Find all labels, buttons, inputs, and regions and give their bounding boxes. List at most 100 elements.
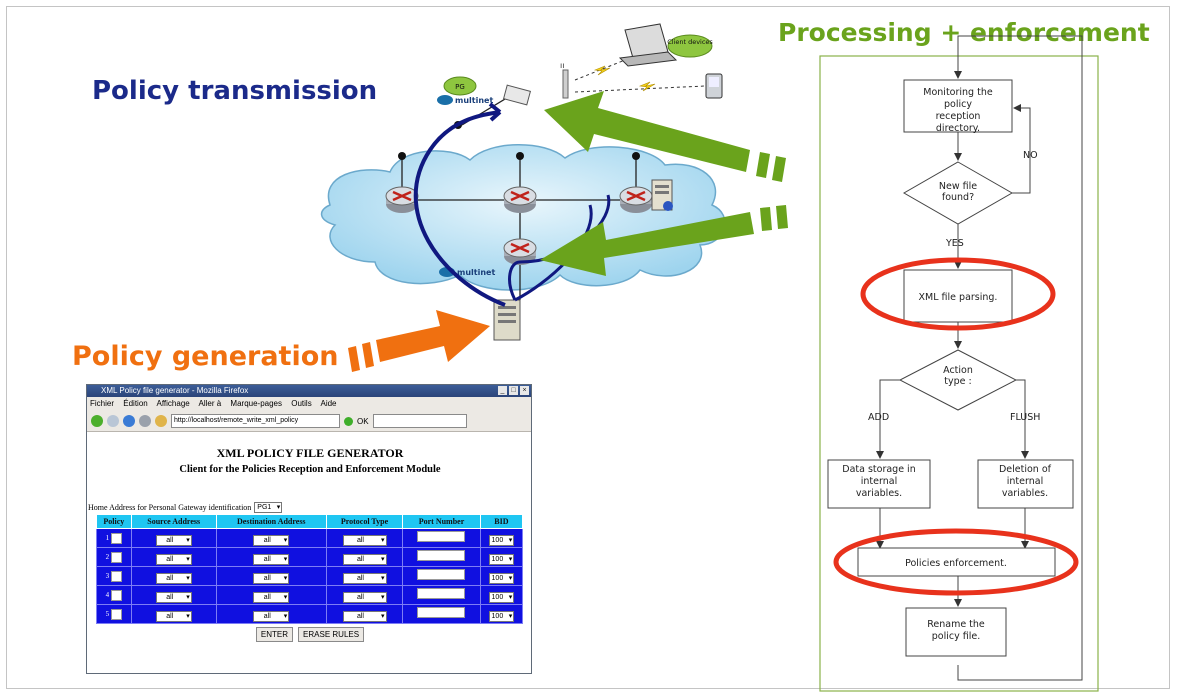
port-input[interactable]: [417, 569, 466, 580]
menu-edition[interactable]: Édition: [123, 399, 148, 408]
source-select[interactable]: all: [155, 573, 192, 584]
menu-fichier[interactable]: Fichier: [90, 399, 115, 408]
port-cell: [402, 566, 481, 586]
menu-aller[interactable]: Aller à: [198, 399, 222, 408]
bid-select[interactable]: 100: [488, 592, 515, 603]
erase-rules-button[interactable]: ERASE RULES: [298, 627, 365, 642]
bid-select[interactable]: 100: [488, 535, 515, 546]
close-icon[interactable]: ×: [520, 386, 529, 395]
minimize-icon[interactable]: _: [498, 386, 507, 395]
protocol-select[interactable]: all: [342, 554, 387, 565]
home-address-label: Home Address for Personal Gateway identi…: [88, 503, 252, 512]
ok-button[interactable]: OK: [357, 416, 369, 426]
menu-marque-pages[interactable]: Marque-pages: [230, 399, 283, 408]
port-input[interactable]: [417, 607, 466, 618]
home-address-select[interactable]: PG1: [254, 502, 283, 513]
generation-arrow: [348, 310, 490, 372]
port-input[interactable]: [417, 550, 466, 561]
search-field[interactable]: [372, 414, 467, 428]
browser-title-bar: XML Policy file generator - Mozilla Fire…: [87, 385, 531, 397]
destination-cell: all: [215, 604, 327, 624]
form-buttons: ENTER ERASE RULES: [87, 627, 531, 642]
policy-table: Policy Source Address Destination Addres…: [96, 514, 524, 624]
policy-number: 2: [105, 553, 110, 562]
protocol-select[interactable]: all: [342, 535, 387, 546]
policy-checkbox[interactable]: [111, 589, 123, 601]
destination-select[interactable]: all: [253, 573, 290, 584]
wireless-bolts: [593, 65, 656, 92]
destination-cell: all: [215, 585, 327, 605]
enter-button[interactable]: ENTER: [255, 627, 294, 642]
menu-affichage[interactable]: Affichage: [156, 399, 190, 408]
policy-number: 1: [105, 534, 110, 543]
policy-cell: 1: [96, 528, 132, 548]
protocol-select[interactable]: all: [342, 592, 387, 603]
menu-aide[interactable]: Aide: [320, 399, 337, 408]
forward-icon[interactable]: [107, 415, 119, 427]
policy-cell: 4: [96, 585, 132, 605]
port-cell: [402, 528, 481, 548]
destination-select[interactable]: all: [253, 611, 290, 622]
protocol-cell: all: [325, 528, 404, 548]
bid-select[interactable]: 100: [488, 573, 515, 584]
bid-select[interactable]: 100: [488, 611, 515, 622]
yes-label: YES: [945, 238, 964, 249]
enforcement-box: [857, 547, 1056, 577]
port-input[interactable]: [417, 588, 466, 599]
destination-select[interactable]: all: [253, 554, 290, 565]
destination-select[interactable]: all: [253, 535, 290, 546]
back-icon[interactable]: [91, 415, 103, 427]
policy-checkbox[interactable]: [111, 608, 123, 620]
action-type-decision: [898, 349, 1018, 411]
browser-toolbar: http://localhost/remote_write_xml_policy…: [87, 411, 531, 432]
maximize-icon[interactable]: □: [509, 386, 518, 395]
policy-number: 4: [105, 591, 110, 600]
xml-parsing-box: [903, 269, 1013, 323]
source-cell: all: [130, 585, 217, 605]
protocol-select[interactable]: all: [342, 573, 387, 584]
col-port: Port Number: [402, 514, 481, 529]
source-select[interactable]: all: [155, 554, 192, 565]
browser-title: XML Policy file generator - Mozilla Fire…: [101, 386, 249, 395]
protocol-cell: all: [325, 604, 404, 624]
protocol-select[interactable]: all: [342, 611, 387, 622]
data-storage-box: [827, 459, 931, 509]
router-icons: [385, 186, 653, 265]
col-source: Source Address: [130, 514, 217, 529]
stop-icon[interactable]: [139, 415, 151, 427]
source-select[interactable]: all: [155, 611, 192, 622]
col-bid: BID: [479, 514, 524, 529]
rename-box: [905, 607, 1007, 657]
policy-checkbox[interactable]: [111, 570, 123, 582]
source-select[interactable]: all: [155, 535, 192, 546]
source-select[interactable]: all: [155, 592, 192, 603]
home-icon[interactable]: [155, 415, 167, 427]
laptop-icon: [618, 23, 678, 67]
go-icon[interactable]: [344, 416, 353, 426]
processing-enforcement-title: Processing + enforcement: [778, 18, 1150, 47]
personal-gateway-icon: PG: [443, 76, 532, 106]
destination-select[interactable]: all: [253, 592, 290, 603]
bid-select[interactable]: 100: [488, 554, 515, 565]
no-label: NO: [1023, 150, 1038, 161]
policy-checkbox[interactable]: [111, 532, 123, 544]
enforcement-text: Policies enforcement.: [905, 558, 1007, 569]
destination-cell: all: [215, 566, 327, 586]
url-field[interactable]: http://localhost/remote_write_xml_policy: [171, 414, 340, 428]
reload-icon[interactable]: [123, 415, 135, 427]
enforcement-arrow-top: [544, 91, 786, 182]
menu-outils[interactable]: Outils: [291, 399, 312, 408]
deletion-box: [977, 459, 1074, 509]
protocol-cell: all: [325, 566, 404, 586]
source-cell: all: [130, 528, 217, 548]
port-input[interactable]: [417, 531, 466, 542]
add-label: ADD: [868, 412, 889, 423]
policy-checkbox[interactable]: [111, 551, 123, 563]
protocol-cell: all: [325, 585, 404, 605]
table-row: 3allallall100: [96, 566, 524, 586]
